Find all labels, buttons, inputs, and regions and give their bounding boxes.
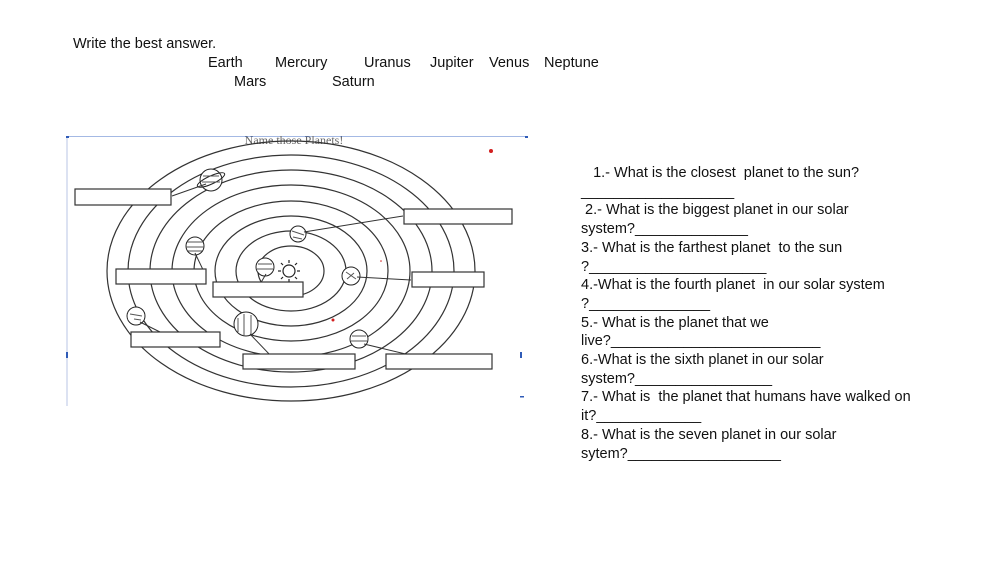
word-bank-item: Uranus (364, 55, 411, 71)
answer-box[interactable] (115, 268, 207, 285)
solar-system-diagram: Name those Planets! (66, 136, 528, 406)
answer-box[interactable] (411, 271, 485, 288)
planet-icon (289, 225, 307, 243)
resize-handle[interactable] (525, 136, 528, 138)
answer-blank[interactable]: ?______________________ (581, 258, 767, 275)
answer-blank[interactable]: system?_________________ (581, 370, 773, 387)
planet-icon (349, 329, 369, 349)
answer-blank[interactable]: ?_______________ (581, 295, 711, 312)
question-line: 7.- What is the planet that humans have … (581, 389, 911, 406)
answer-blank[interactable]: live?__________________________ (581, 333, 821, 350)
question-line: 6.-What is the sixth planet in our solar (581, 352, 824, 369)
word-bank-item: Jupiter (430, 55, 474, 71)
answer-blank[interactable]: it?_____________ (581, 408, 702, 425)
resize-handle[interactable] (66, 352, 68, 358)
question-line: 8.- What is the seven planet in our sola… (581, 426, 837, 443)
word-bank-item: Mars (234, 74, 267, 90)
answer-box[interactable] (212, 281, 304, 298)
sun-icon (278, 260, 300, 282)
answer-box[interactable] (403, 208, 513, 225)
word-bank-item: Saturn (332, 74, 375, 90)
word-bank-item: Neptune (544, 55, 599, 71)
answer-blank[interactable]: system?______________ (581, 221, 748, 238)
planet-icon (126, 306, 146, 326)
word-bank-item: Mercury (275, 55, 328, 71)
answer-box[interactable] (385, 353, 493, 370)
planet-icon (196, 168, 226, 192)
question-line: 3.- What is the farthest planet to the s… (581, 239, 843, 256)
answer-blank[interactable]: ___________________ (581, 183, 735, 200)
planet-icon (233, 311, 259, 337)
question-line: 1.- What is the closest planet to the su… (581, 165, 860, 181)
planet-icon (341, 266, 361, 286)
question-line: 5.- What is the planet that we (581, 314, 769, 331)
red-marks (331, 149, 493, 322)
question-line: 2.- What is the biggest planet in our so… (581, 202, 849, 219)
planet-icon (255, 257, 275, 277)
resize-handle[interactable] (520, 396, 524, 398)
word-bank-item: Venus (489, 55, 530, 71)
question-line: 4.-What is the fourth planet in our sola… (581, 277, 885, 294)
instruction-text: Write the best answer. (73, 36, 217, 52)
planet-icon (185, 236, 205, 256)
question-list: 1.- What is the closest planet to the su… (581, 164, 981, 463)
answer-box[interactable] (74, 188, 172, 206)
answer-blank[interactable]: sytem?___________________ (581, 445, 781, 462)
resize-handle[interactable] (520, 352, 522, 358)
word-bank-item: Earth (208, 55, 243, 71)
answer-box[interactable] (242, 353, 356, 370)
answer-box[interactable] (130, 331, 221, 348)
resize-handle[interactable] (66, 136, 69, 138)
